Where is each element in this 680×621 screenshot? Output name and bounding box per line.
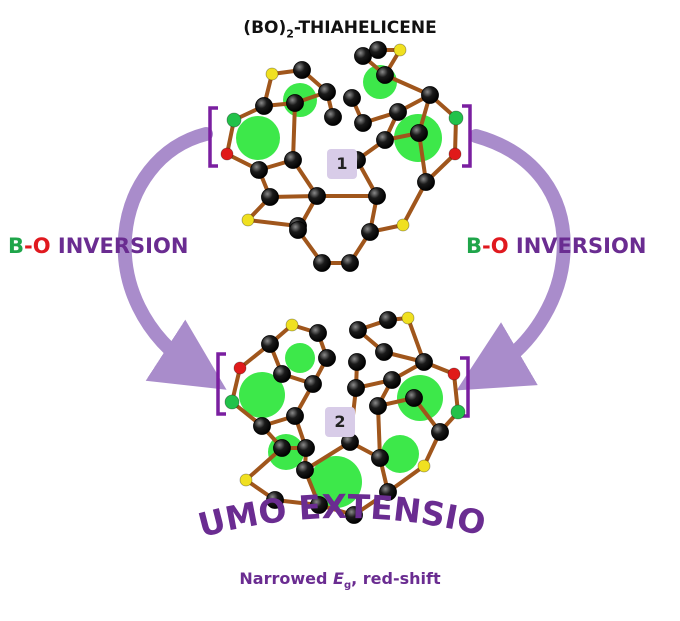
lumo-lobe bbox=[310, 456, 362, 508]
carbon-atom bbox=[284, 151, 302, 169]
oxygen-atom bbox=[448, 147, 462, 161]
carbon-atom bbox=[389, 103, 407, 121]
carbon-atom bbox=[304, 375, 322, 393]
carbon-atom bbox=[348, 353, 366, 371]
subtitle: Narrowed Eg, red-shift bbox=[239, 569, 441, 592]
sulfur-atom bbox=[285, 318, 299, 332]
sulfur-atom bbox=[241, 213, 255, 227]
boron-atom bbox=[448, 110, 464, 126]
carbon-atom bbox=[343, 89, 361, 107]
carbon-atom bbox=[383, 371, 401, 389]
bracket-top-right bbox=[462, 104, 472, 168]
boron-atom bbox=[226, 112, 242, 128]
bo-inversion-label-right: B-O INVERSION bbox=[466, 234, 647, 258]
sulfur-atom bbox=[396, 218, 410, 232]
oxygen-atom bbox=[220, 147, 234, 161]
oxygen-atom bbox=[233, 361, 247, 375]
page-title: (BO)2-THIAHELICENE bbox=[243, 18, 437, 41]
bracket-bottom-right bbox=[460, 356, 470, 418]
carbon-atom bbox=[318, 83, 336, 101]
oxygen-atom bbox=[447, 367, 461, 381]
lumo-lobe bbox=[236, 116, 280, 160]
carbon-atom bbox=[369, 41, 387, 59]
compound-1-badge: 1 bbox=[327, 149, 357, 179]
boron-atom bbox=[450, 404, 466, 420]
compound-2-badge: 2 bbox=[325, 407, 355, 437]
carbon-atom bbox=[371, 449, 389, 467]
bo-inversion-label-left: B-O INVERSION bbox=[8, 234, 189, 258]
bond bbox=[291, 101, 297, 162]
carbon-atom bbox=[405, 389, 423, 407]
carbon-atom bbox=[376, 66, 394, 84]
carbon-atom bbox=[421, 86, 439, 104]
bracket-top-left bbox=[208, 106, 218, 168]
carbon-atom bbox=[309, 324, 327, 342]
carbon-atom bbox=[369, 397, 387, 415]
lumo-lobe bbox=[239, 372, 285, 418]
molecule-1 bbox=[220, 41, 464, 272]
carbon-atom bbox=[273, 365, 291, 383]
carbon-atom bbox=[379, 311, 397, 329]
carbon-atom bbox=[296, 461, 314, 479]
carbon-atom bbox=[318, 349, 336, 367]
sulfur-atom bbox=[393, 43, 407, 57]
carbon-atom bbox=[250, 161, 268, 179]
carbon-atom bbox=[347, 379, 365, 397]
carbon-atom bbox=[308, 187, 326, 205]
carbon-atom bbox=[255, 97, 273, 115]
carbon-atom bbox=[368, 187, 386, 205]
carbon-atom bbox=[349, 321, 367, 339]
carbon-atom bbox=[345, 506, 363, 524]
carbon-atom bbox=[376, 131, 394, 149]
carbon-atom bbox=[261, 335, 279, 353]
inversion-arrow-left bbox=[117, 127, 227, 390]
sulfur-atom bbox=[265, 67, 279, 81]
carbon-atom bbox=[293, 61, 311, 79]
carbon-atom bbox=[361, 223, 379, 241]
carbon-atom bbox=[431, 423, 449, 441]
carbon-atom bbox=[273, 439, 291, 457]
molecule-2 bbox=[224, 311, 466, 524]
sulfur-atom bbox=[239, 473, 253, 487]
carbon-atom bbox=[354, 114, 372, 132]
carbon-atom bbox=[410, 124, 428, 142]
lumo-lobe bbox=[381, 435, 419, 473]
carbon-atom bbox=[379, 483, 397, 501]
carbon-atom bbox=[313, 254, 331, 272]
carbon-atom bbox=[297, 439, 315, 457]
boron-atom bbox=[224, 394, 240, 410]
carbon-atom bbox=[289, 221, 307, 239]
carbon-atom bbox=[261, 188, 279, 206]
carbon-atom bbox=[266, 491, 284, 509]
carbon-atom bbox=[354, 47, 372, 65]
carbon-atom bbox=[417, 173, 435, 191]
carbon-atom bbox=[375, 343, 393, 361]
sulfur-atom bbox=[417, 459, 431, 473]
lumo-lobe bbox=[285, 343, 315, 373]
carbon-atom bbox=[415, 353, 433, 371]
carbon-atom bbox=[324, 108, 342, 126]
bracket-bottom-left bbox=[216, 352, 226, 416]
carbon-atom bbox=[286, 94, 304, 112]
sulfur-atom bbox=[401, 311, 415, 325]
carbon-atom bbox=[286, 407, 304, 425]
carbon-atom bbox=[253, 417, 271, 435]
carbon-atom bbox=[341, 254, 359, 272]
carbon-atom bbox=[310, 496, 328, 514]
inversion-arrow-right bbox=[456, 129, 571, 391]
